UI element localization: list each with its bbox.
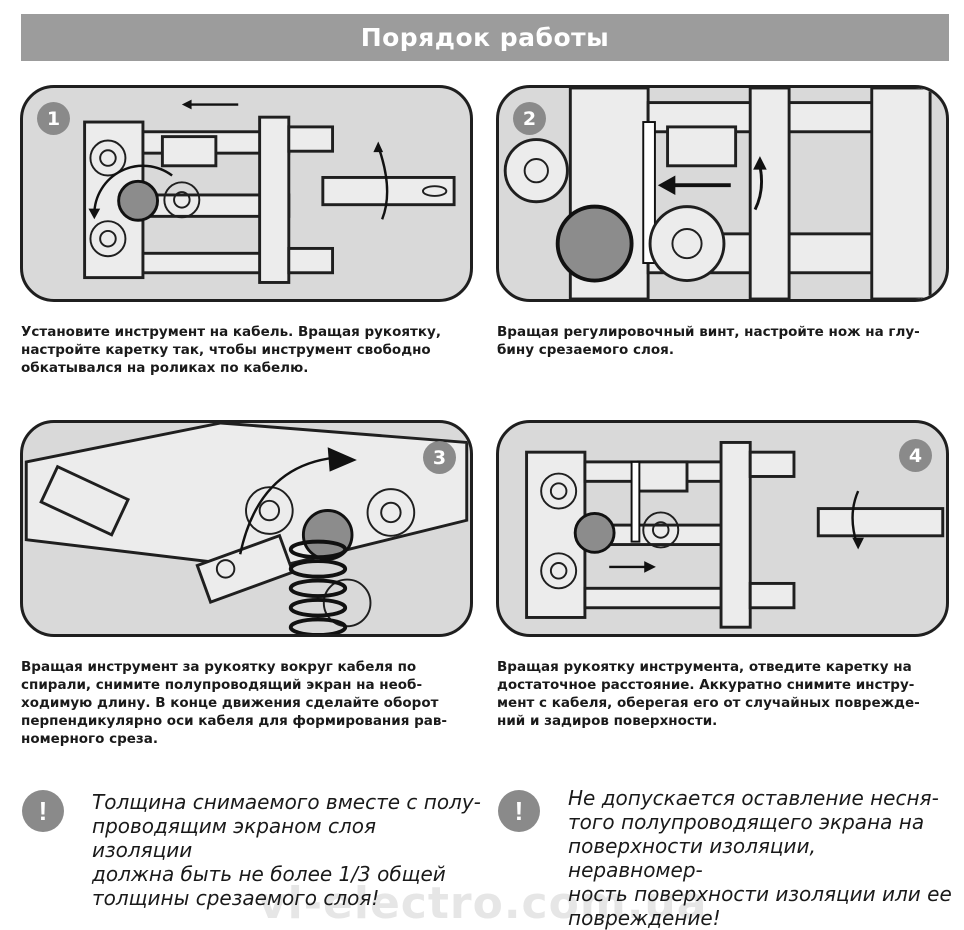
step-1-caption: Установите инструмент на кабель. Вращая … — [21, 324, 441, 376]
step-number-badge: 3 — [423, 441, 456, 474]
warning-note: Не допускается оставление несня- того по… — [568, 786, 952, 930]
step-number-badge: 1 — [37, 102, 70, 135]
step-3-illustration: 3 — [20, 420, 473, 637]
step-3-caption: Вращая инструмент за рукоятку вокруг каб… — [21, 659, 448, 747]
page-header: Порядок работы — [21, 14, 949, 61]
step-1-drawing — [83, 99, 456, 284]
watermark: vl-electro.com.ua — [258, 878, 708, 929]
step-number-badge: 2 — [513, 102, 546, 135]
step-3-drawing — [24, 423, 469, 634]
step-number-badge: 4 — [899, 439, 932, 472]
warning-note: Толщина снимаемого вместе с полу- провод… — [92, 790, 481, 910]
step-4-drawing — [525, 440, 945, 629]
step-1-illustration: 1 — [20, 85, 473, 302]
step-4-illustration: 4 — [496, 420, 949, 637]
step-2-illustration: 2 — [496, 85, 949, 302]
page-title: Порядок работы — [360, 23, 610, 52]
step-2-caption: Вращая регулировочный винт, настройте но… — [497, 324, 920, 358]
step-4-caption: Вращая рукоятку инструмента, отведите ка… — [497, 659, 920, 729]
warning-icon: ! — [22, 790, 64, 832]
warning-icon: ! — [498, 790, 540, 832]
step-2-drawing — [503, 88, 932, 299]
